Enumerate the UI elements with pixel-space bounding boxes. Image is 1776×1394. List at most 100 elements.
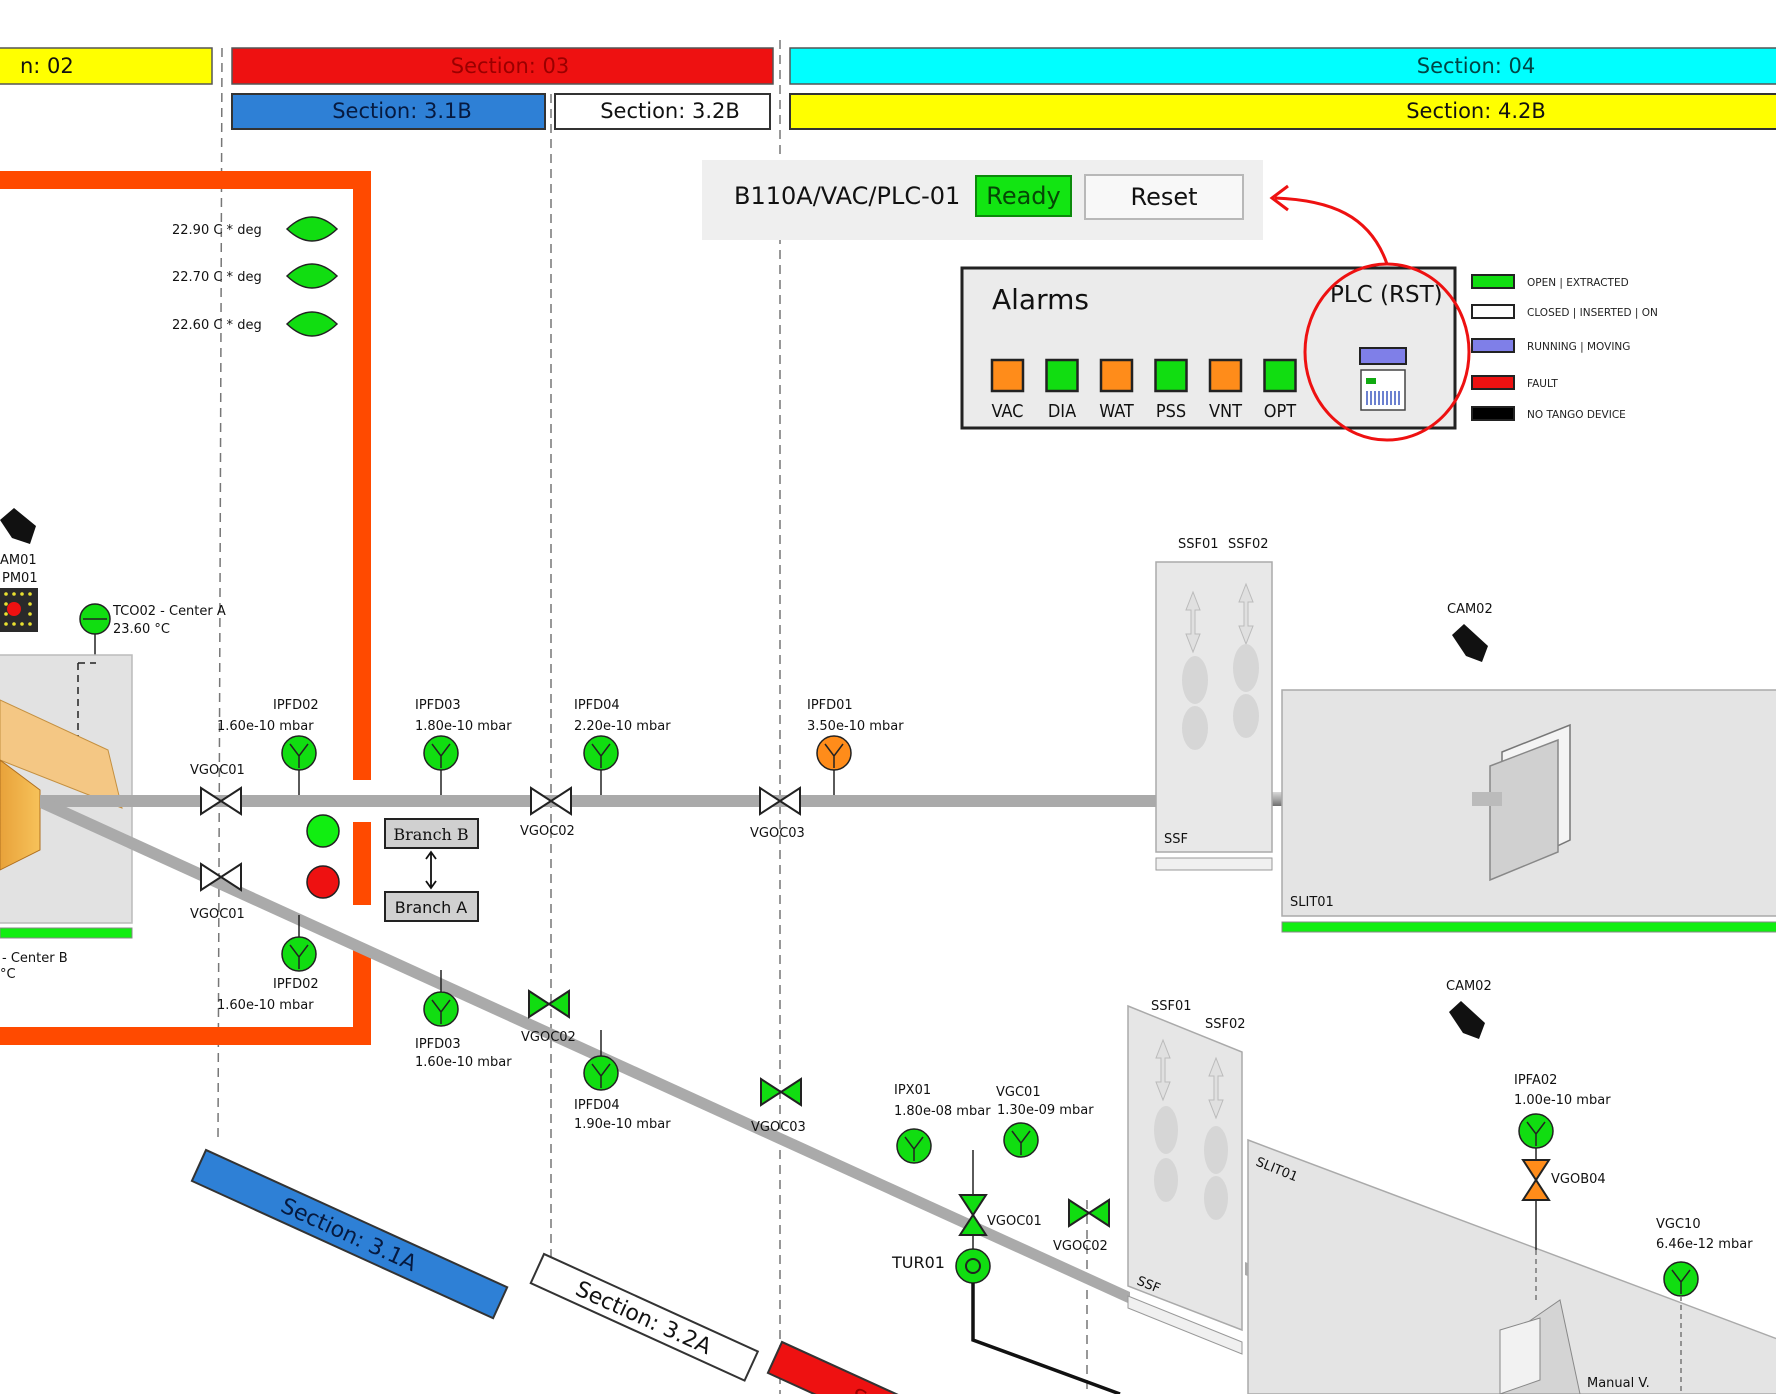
alarm-vac-led [990,358,1025,393]
gauge-upper-ipfd04[interactable]: IPFD04 2.20e-10 mbar [574,698,671,795]
alarm-opt[interactable]: OPT [1263,358,1297,422]
turbo-pump-tur01[interactable]: TUR01 [891,1236,1121,1394]
power-meter-icon[interactable]: PM01 [0,571,38,632]
valve-lower-3-label: VGOC03 [751,1120,806,1135]
gauge-ipfa02[interactable]: IPFA02 1.00e-10 mbar [1514,1073,1611,1160]
gauge-ipx01[interactable]: IPX01 1.80e-08 mbar [894,1083,991,1164]
ipfa02-value: 1.00e-10 mbar [1514,1093,1611,1108]
alarm-dia-label: DIA [1048,401,1076,422]
section-boundaries [217,40,1088,1394]
center-b-unit: °C [0,967,16,982]
gauge-vgc01[interactable]: VGC01 1.30e-09 mbar [996,1085,1094,1158]
valve-lower-vgoc02-b[interactable]: VGOC02 [1053,1198,1110,1254]
alarm-vnt[interactable]: VNT [1208,358,1243,422]
legend-label: FAULT [1527,378,1558,390]
section-04-label: Section: 04 [1417,54,1536,78]
temperature-1-indicator [285,216,339,242]
gauge-upper-ipfd03[interactable]: IPFD03 1.80e-10 mbar [415,698,512,795]
temperature-3-indicator [285,311,339,337]
mirror-chamber [0,654,133,939]
gauge-lower-3-name: IPFD04 [574,1098,620,1113]
camera-icon-left[interactable]: AM01 [0,508,37,568]
gauge-upper-ipfd01[interactable]: IPFD01 3.50e-10 mbar [807,698,904,795]
ipx01-value: 1.80e-08 mbar [894,1104,991,1119]
branch-a-button[interactable] [384,891,479,922]
legend-item: OPEN | EXTRACTED [1471,274,1629,289]
temperature-sensor-2[interactable]: 22.70 C * deg [172,263,339,289]
gauge-upper-3-value: 2.20e-10 mbar [574,719,671,734]
valve-lower-vgoc02[interactable]: VGOC02 [521,989,576,1045]
gauge-lower-ipfd02[interactable]: IPFD02 1.60e-10 mbar [217,915,319,1013]
gauge-vgc10[interactable]: VGC10 6.46e-12 mbar [1656,1217,1753,1394]
vgc01-name: VGC01 [996,1085,1041,1100]
gauge-upper-4-value: 3.50e-10 mbar [807,719,904,734]
plc-status-bar: B110A/VAC/PLC-01 Ready Reset [702,160,1263,240]
camera-icon-cam02-upper[interactable]: CAM02 [1447,602,1493,662]
legend-swatch [1471,338,1515,353]
plc-device-name: B110A/VAC/PLC-01 [734,182,961,210]
valve-upper-vgoc01[interactable]: VGOC01 [190,763,245,816]
section-3-1a-label: Section: 3.1A [277,1194,420,1277]
plc-rack-icon[interactable] [1359,347,1407,411]
valve-upper-vgoc03[interactable]: VGOC03 [750,786,805,841]
temperature-2-indicator [285,263,339,289]
valve-lower-5-label: VGOC02 [1053,1239,1108,1254]
plc-reset-button[interactable]: Reset [1084,174,1244,220]
valve-lower-vgoc01[interactable]: VGOC01 [190,862,245,922]
gauge-lower-1-name: IPFD02 [273,977,319,992]
valve-lower-vgoc03[interactable]: VGOC03 [751,1077,806,1135]
power-meter-label: PM01 [2,571,38,586]
cam02-upper-label: CAM02 [1447,602,1493,617]
vgc10-name: VGC10 [1656,1217,1701,1232]
section-bar-3-1b: Section: 3.1B [231,93,546,130]
gauge-upper-1-name: IPFD02 [273,698,319,713]
branch-selector[interactable]: Branch B Branch A [306,814,479,922]
legend-label: NO TANGO DEVICE [1527,409,1626,421]
camera-icon-cam02-lower[interactable]: CAM02 [1446,979,1492,1039]
section-03-label: Section: 03 [451,54,570,78]
valve-lower-2-label: VGOC02 [521,1030,576,1045]
gauge-lower-ipfd03[interactable]: IPFD03 1.60e-10 mbar [415,970,512,1070]
slit-chamber-upper[interactable]: SLIT01 [1281,689,1776,933]
alarm-wat[interactable]: WAT [1099,358,1134,422]
legend-item: RUNNING | MOVING [1471,338,1630,353]
valve-lower-vgoc01-turbo[interactable]: VGOC01 [958,1150,1042,1236]
gauge-lower-3-value: 1.90e-10 mbar [574,1117,671,1132]
temperature-sensor-1[interactable]: 22.90 C * deg [172,216,339,242]
vgob04-label: VGOB04 [1551,1172,1606,1187]
shutter-ssf-upper[interactable]: SSF01 SSF02 SSF [1155,537,1273,871]
branch-a-label: Branch A [395,898,468,917]
temperature-sensor-tc02[interactable]: TCO02 - Center A 23.60 °C [79,603,226,656]
gauge-lower-ipfd04[interactable]: IPFD04 1.90e-10 mbar [574,1030,671,1132]
alarm-vac[interactable]: VAC [990,358,1025,422]
legend-swatch [1471,375,1515,390]
valve-lower-1-label: VGOC01 [190,907,245,922]
shutter-ssf-lower[interactable]: SSF01 SSF02 SSF [1127,999,1246,1355]
ipfa02-name: IPFA02 [1514,1073,1557,1088]
gauge-lower-2-name: IPFD03 [415,1037,461,1052]
alarm-pss[interactable]: PSS [1154,358,1188,422]
temperature-3-value: 22.60 C * deg [172,318,262,333]
valve-vgob04[interactable]: VGOB04 [1521,1159,1606,1300]
alarm-dia[interactable]: DIA [1045,358,1079,422]
gauge-upper-1-value: 1.60e-10 mbar [217,719,314,734]
slit-chamber-lower[interactable]: SLIT01 [1247,1138,1776,1394]
branch-b-button[interactable] [384,818,479,849]
section-4-2b-label: Section: 4.2B [1406,99,1546,123]
plc-rst-title: PLC (RST) [1330,282,1443,308]
section-3a-red-label: S [847,1384,870,1394]
hutch-enclosure [0,171,371,1045]
legend-item: FAULT [1471,375,1558,390]
branch-a-led [306,865,340,899]
gauge-upper-ipfd02[interactable]: IPFD02 1.60e-10 mbar [217,698,319,795]
gauge-upper-2-value: 1.80e-10 mbar [415,719,512,734]
section-bar-3-1a: Section: 3.1A [190,1148,509,1320]
valve-upper-vgoc02[interactable]: VGOC02 [520,786,575,839]
branch-b-label: Branch B [393,825,468,844]
temperature-sensor-3[interactable]: 22.60 C * deg [172,311,339,337]
ssf01-lower-label: SSF01 [1151,999,1192,1014]
plc-state-indicator: Ready [975,175,1072,217]
legend-swatch [1471,274,1515,289]
legend-label: RUNNING | MOVING [1527,341,1630,353]
